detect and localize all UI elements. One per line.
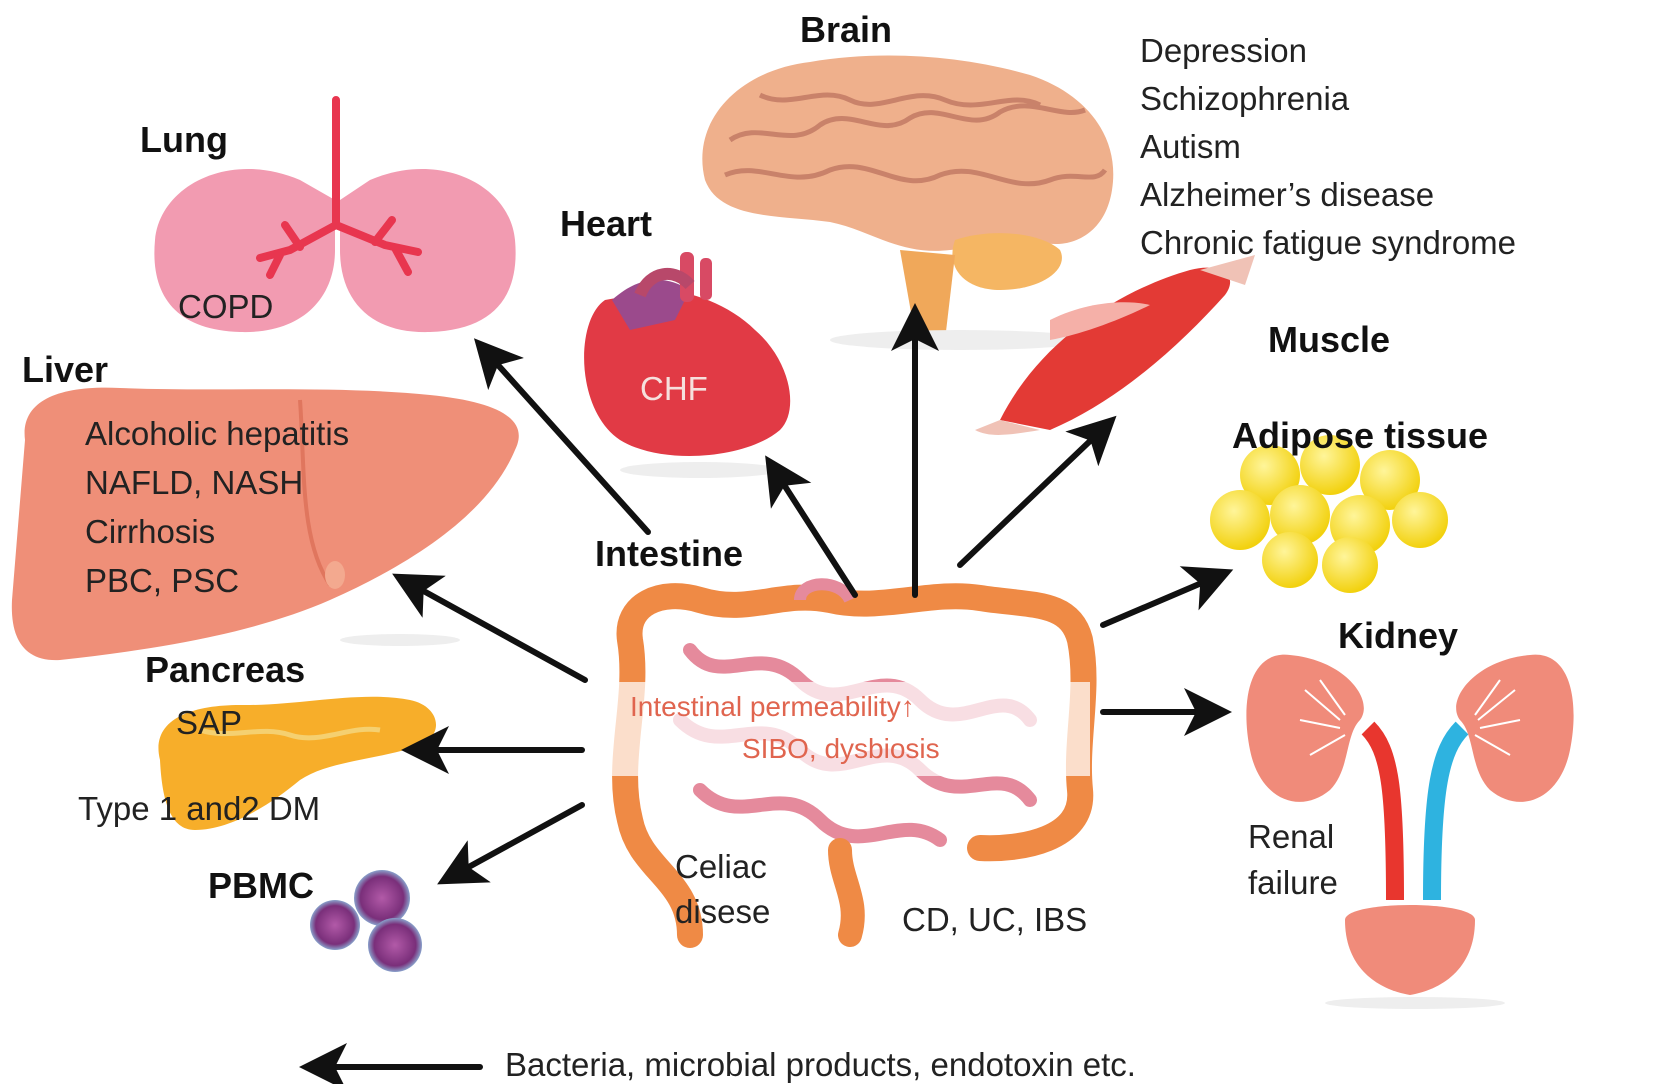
intestinal-permeability-label: Intestinal permeability↑ [630, 693, 915, 721]
pancreas-title: Pancreas [145, 652, 305, 688]
kidney-title: Kidney [1338, 618, 1458, 654]
arrow-to-pbmc [445, 805, 582, 880]
celiac-disease-label: disese [675, 895, 770, 928]
arrow-to-muscle [960, 422, 1110, 565]
liver-disease-list: Alcoholic hepatitis NAFLD, NASH Cirrhosi… [85, 415, 349, 611]
pbmc-illustration [310, 870, 422, 972]
liver-disease: Alcoholic hepatitis [85, 415, 349, 453]
brain-disease-list: Depression Schizophrenia Autism Alzheime… [1140, 32, 1516, 272]
pancreas-disease-sap: SAP [176, 706, 242, 739]
adipose-illustration [1210, 435, 1448, 593]
pbmc-title: PBMC [208, 868, 314, 904]
heart-title: Heart [560, 206, 652, 242]
liver-disease: PBC, PSC [85, 562, 349, 600]
pancreas-disease-dm: Type 1 and2 DM [78, 792, 320, 825]
liver-disease: Cirrhosis [85, 513, 349, 551]
brain-illustration [702, 56, 1113, 350]
kidney-disease-renal: Renal [1248, 820, 1334, 853]
brain-disease: Autism [1140, 128, 1516, 166]
arrow-to-heart [770, 463, 855, 595]
kidney-disease-failure: failure [1248, 866, 1338, 899]
sibo-dysbiosis-label: SIBO, dysbiosis [742, 735, 940, 763]
brain-disease: Chronic fatigue syndrome [1140, 224, 1516, 262]
brain-disease: Schizophrenia [1140, 80, 1516, 118]
celiac-label: Celiac [675, 850, 767, 883]
liver-disease: NAFLD, NASH [85, 464, 349, 502]
brain-disease: Depression [1140, 32, 1516, 70]
intestine-title: Intestine [595, 536, 743, 572]
lung-title: Lung [140, 122, 228, 158]
heart-illustration [584, 252, 790, 478]
heart-disease: CHF [640, 372, 708, 405]
brain-title: Brain [800, 12, 892, 48]
arrow-to-adipose [1103, 573, 1225, 625]
ibd-label: CD, UC, IBS [902, 903, 1087, 936]
lung-disease: COPD [178, 290, 273, 323]
brain-disease: Alzheimer’s disease [1140, 176, 1516, 214]
liver-title: Liver [22, 352, 108, 388]
adipose-title: Adipose tissue [1232, 418, 1488, 454]
muscle-title: Muscle [1268, 322, 1390, 358]
arrow-to-liver [400, 578, 585, 680]
legend-text: Bacteria, microbial products, endotoxin … [505, 1048, 1136, 1081]
